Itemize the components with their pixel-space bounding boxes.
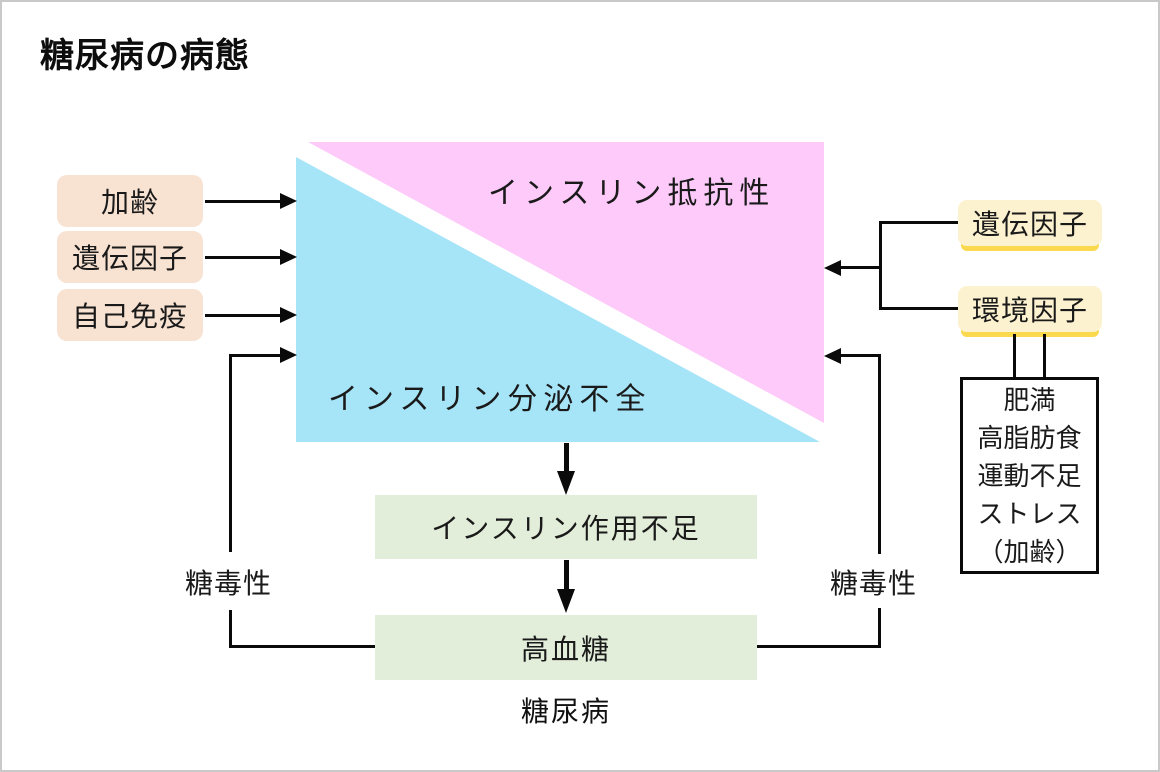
left-feedback-arrow-head-icon <box>280 347 297 363</box>
env-detail-line: 高脂肪食 <box>977 422 1082 453</box>
page-title: 糖尿病の病態 <box>40 37 250 75</box>
left-feedback-vertical-lower <box>229 610 232 648</box>
pathology-diagonal-box: インスリン抵抗性 インスリン分泌不全 <box>296 142 824 442</box>
left-feedback-top-shaft <box>229 354 281 357</box>
right-connector-top-shaft <box>879 221 958 224</box>
factor-genetic-right-label: 遺伝因子 <box>971 209 1088 240</box>
insulin-action-deficiency-label: インスリン作用不足 <box>431 513 701 544</box>
arrow-to-action-deficiency-shaft <box>564 443 569 473</box>
insulin-secretion-deficiency-label: インスリン分泌不全 <box>328 383 652 416</box>
right-connector-bottom-shaft <box>879 307 958 310</box>
insulin-resistance-label: インスリン抵抗性 <box>488 177 776 210</box>
arrow-genetic-left-shaft <box>205 256 281 259</box>
env-detail-connector-left <box>1013 334 1016 377</box>
diabetes-label: 糖尿病 <box>520 696 611 727</box>
factor-genetic-left-label: 遺伝因子 <box>71 243 188 274</box>
arrow-genetic-left-head-icon <box>280 249 297 265</box>
right-connector-vertical <box>879 221 882 310</box>
env-detail-line: 運動不足 <box>977 460 1082 491</box>
arrow-to-action-deficiency-head-icon <box>557 471 575 495</box>
right-connector-arrow-shaft <box>841 266 881 269</box>
env-detail-line: 肥満 <box>1003 384 1056 415</box>
arrow-autoimmune-head-icon <box>280 307 297 323</box>
right-feedback-top-shaft <box>841 354 881 357</box>
glucotoxicity-left-label: 糖毒性 <box>185 568 273 599</box>
factor-autoimmune-chip: 自己免疫 <box>57 289 203 341</box>
hyperglycemia-label: 高血糖 <box>520 633 611 665</box>
factor-environment-chip: 環境因子 <box>958 286 1102 332</box>
glucotoxicity-right-label: 糖毒性 <box>830 568 918 599</box>
environment-detail-box: 肥満 高脂肪食 運動不足 ストレス （加齢） <box>960 377 1099 574</box>
env-detail-line: ストレス <box>977 498 1082 529</box>
arrow-to-hyperglycemia-shaft <box>564 560 569 590</box>
factor-autoimmune-label: 自己免疫 <box>71 301 188 332</box>
right-feedback-arrow-head-icon <box>824 348 841 364</box>
insulin-action-deficiency-box: インスリン作用不足 <box>375 495 757 559</box>
factor-aging-label: 加齢 <box>100 187 159 218</box>
left-feedback-bottom-shaft <box>229 645 375 648</box>
arrow-autoimmune-shaft <box>205 314 281 317</box>
right-feedback-bottom-shaft <box>757 645 881 648</box>
right-feedback-vertical-upper <box>878 354 881 554</box>
arrow-to-hyperglycemia-head-icon <box>557 589 575 613</box>
factor-genetic-right-chip: 遺伝因子 <box>958 200 1102 246</box>
hyperglycemia-box: 高血糖 <box>375 615 757 680</box>
arrow-aging-shaft <box>205 200 281 203</box>
factor-environment-label: 環境因子 <box>971 295 1088 326</box>
env-detail-connector-right <box>1043 334 1046 377</box>
right-feedback-vertical-lower <box>878 608 881 648</box>
arrow-aging-head-icon <box>280 193 297 209</box>
factor-genetic-left-chip: 遺伝因子 <box>57 231 203 283</box>
env-detail-line: （加齢） <box>977 536 1082 567</box>
right-connector-arrow-head-icon <box>824 260 841 276</box>
left-feedback-vertical-upper <box>229 354 232 552</box>
factor-aging-chip: 加齢 <box>57 175 203 227</box>
